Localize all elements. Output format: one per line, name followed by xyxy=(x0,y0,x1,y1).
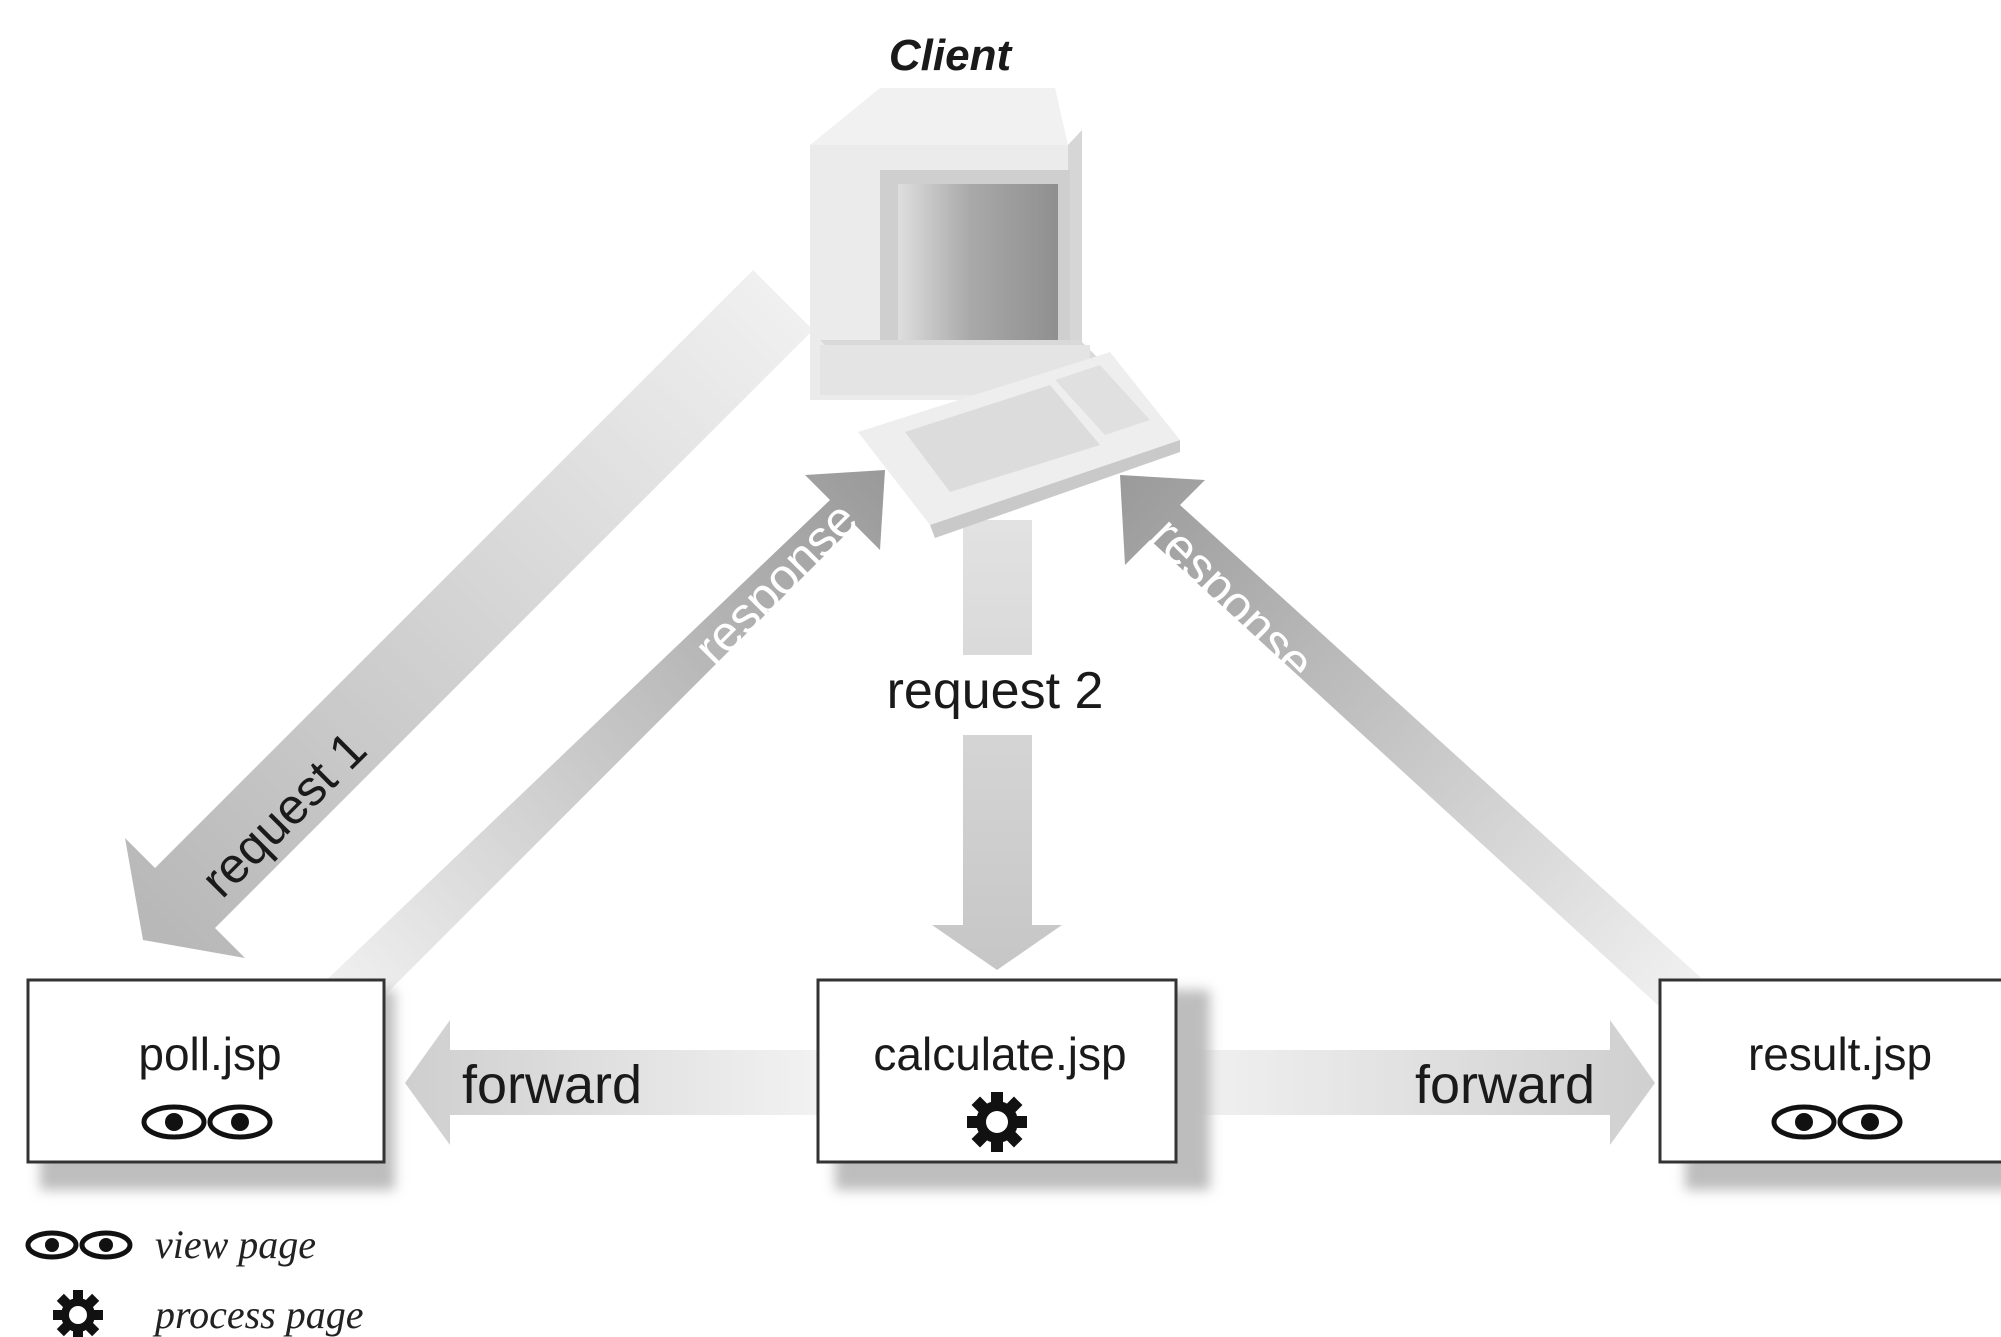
client-label: Client xyxy=(889,31,1014,80)
forward-right-arrow xyxy=(1175,1020,1655,1145)
view-page-icon xyxy=(141,1104,273,1140)
view-page-icon xyxy=(1771,1104,1903,1140)
forward-left-label: forward xyxy=(462,1055,642,1115)
poll-jsp-node: poll.jsp xyxy=(26,978,386,1164)
response-left-arrow xyxy=(295,470,885,1045)
forward-right-label: forward xyxy=(1415,1055,1595,1115)
request2-arrow xyxy=(932,520,1062,970)
response-right-arrow xyxy=(1120,475,1720,1030)
request2-label-bg xyxy=(880,655,1105,735)
forward-left-arrow xyxy=(405,1020,820,1145)
result-jsp-node: result.jsp xyxy=(1658,978,2001,1164)
result-jsp-label: result.jsp xyxy=(1748,1028,1932,1080)
legend-view-page-label: view page xyxy=(155,1222,316,1267)
poll-jsp-label: poll.jsp xyxy=(138,1028,281,1080)
legend-process-page-label: process page xyxy=(152,1292,363,1337)
legend: view page process page xyxy=(25,1222,363,1337)
legend-process-page-icon xyxy=(53,1290,103,1337)
calculate-jsp-node: calculate.jsp xyxy=(816,978,1178,1164)
computer-icon xyxy=(810,88,1180,538)
calculate-jsp-label: calculate.jsp xyxy=(873,1028,1126,1080)
process-page-icon xyxy=(967,1092,1027,1152)
response-left-label: response xyxy=(683,491,868,676)
legend-view-page-icon xyxy=(25,1230,133,1260)
request2-label: request 2 xyxy=(887,662,1104,720)
response-right-label: response xyxy=(1140,506,1325,691)
request1-arrow xyxy=(125,270,813,958)
